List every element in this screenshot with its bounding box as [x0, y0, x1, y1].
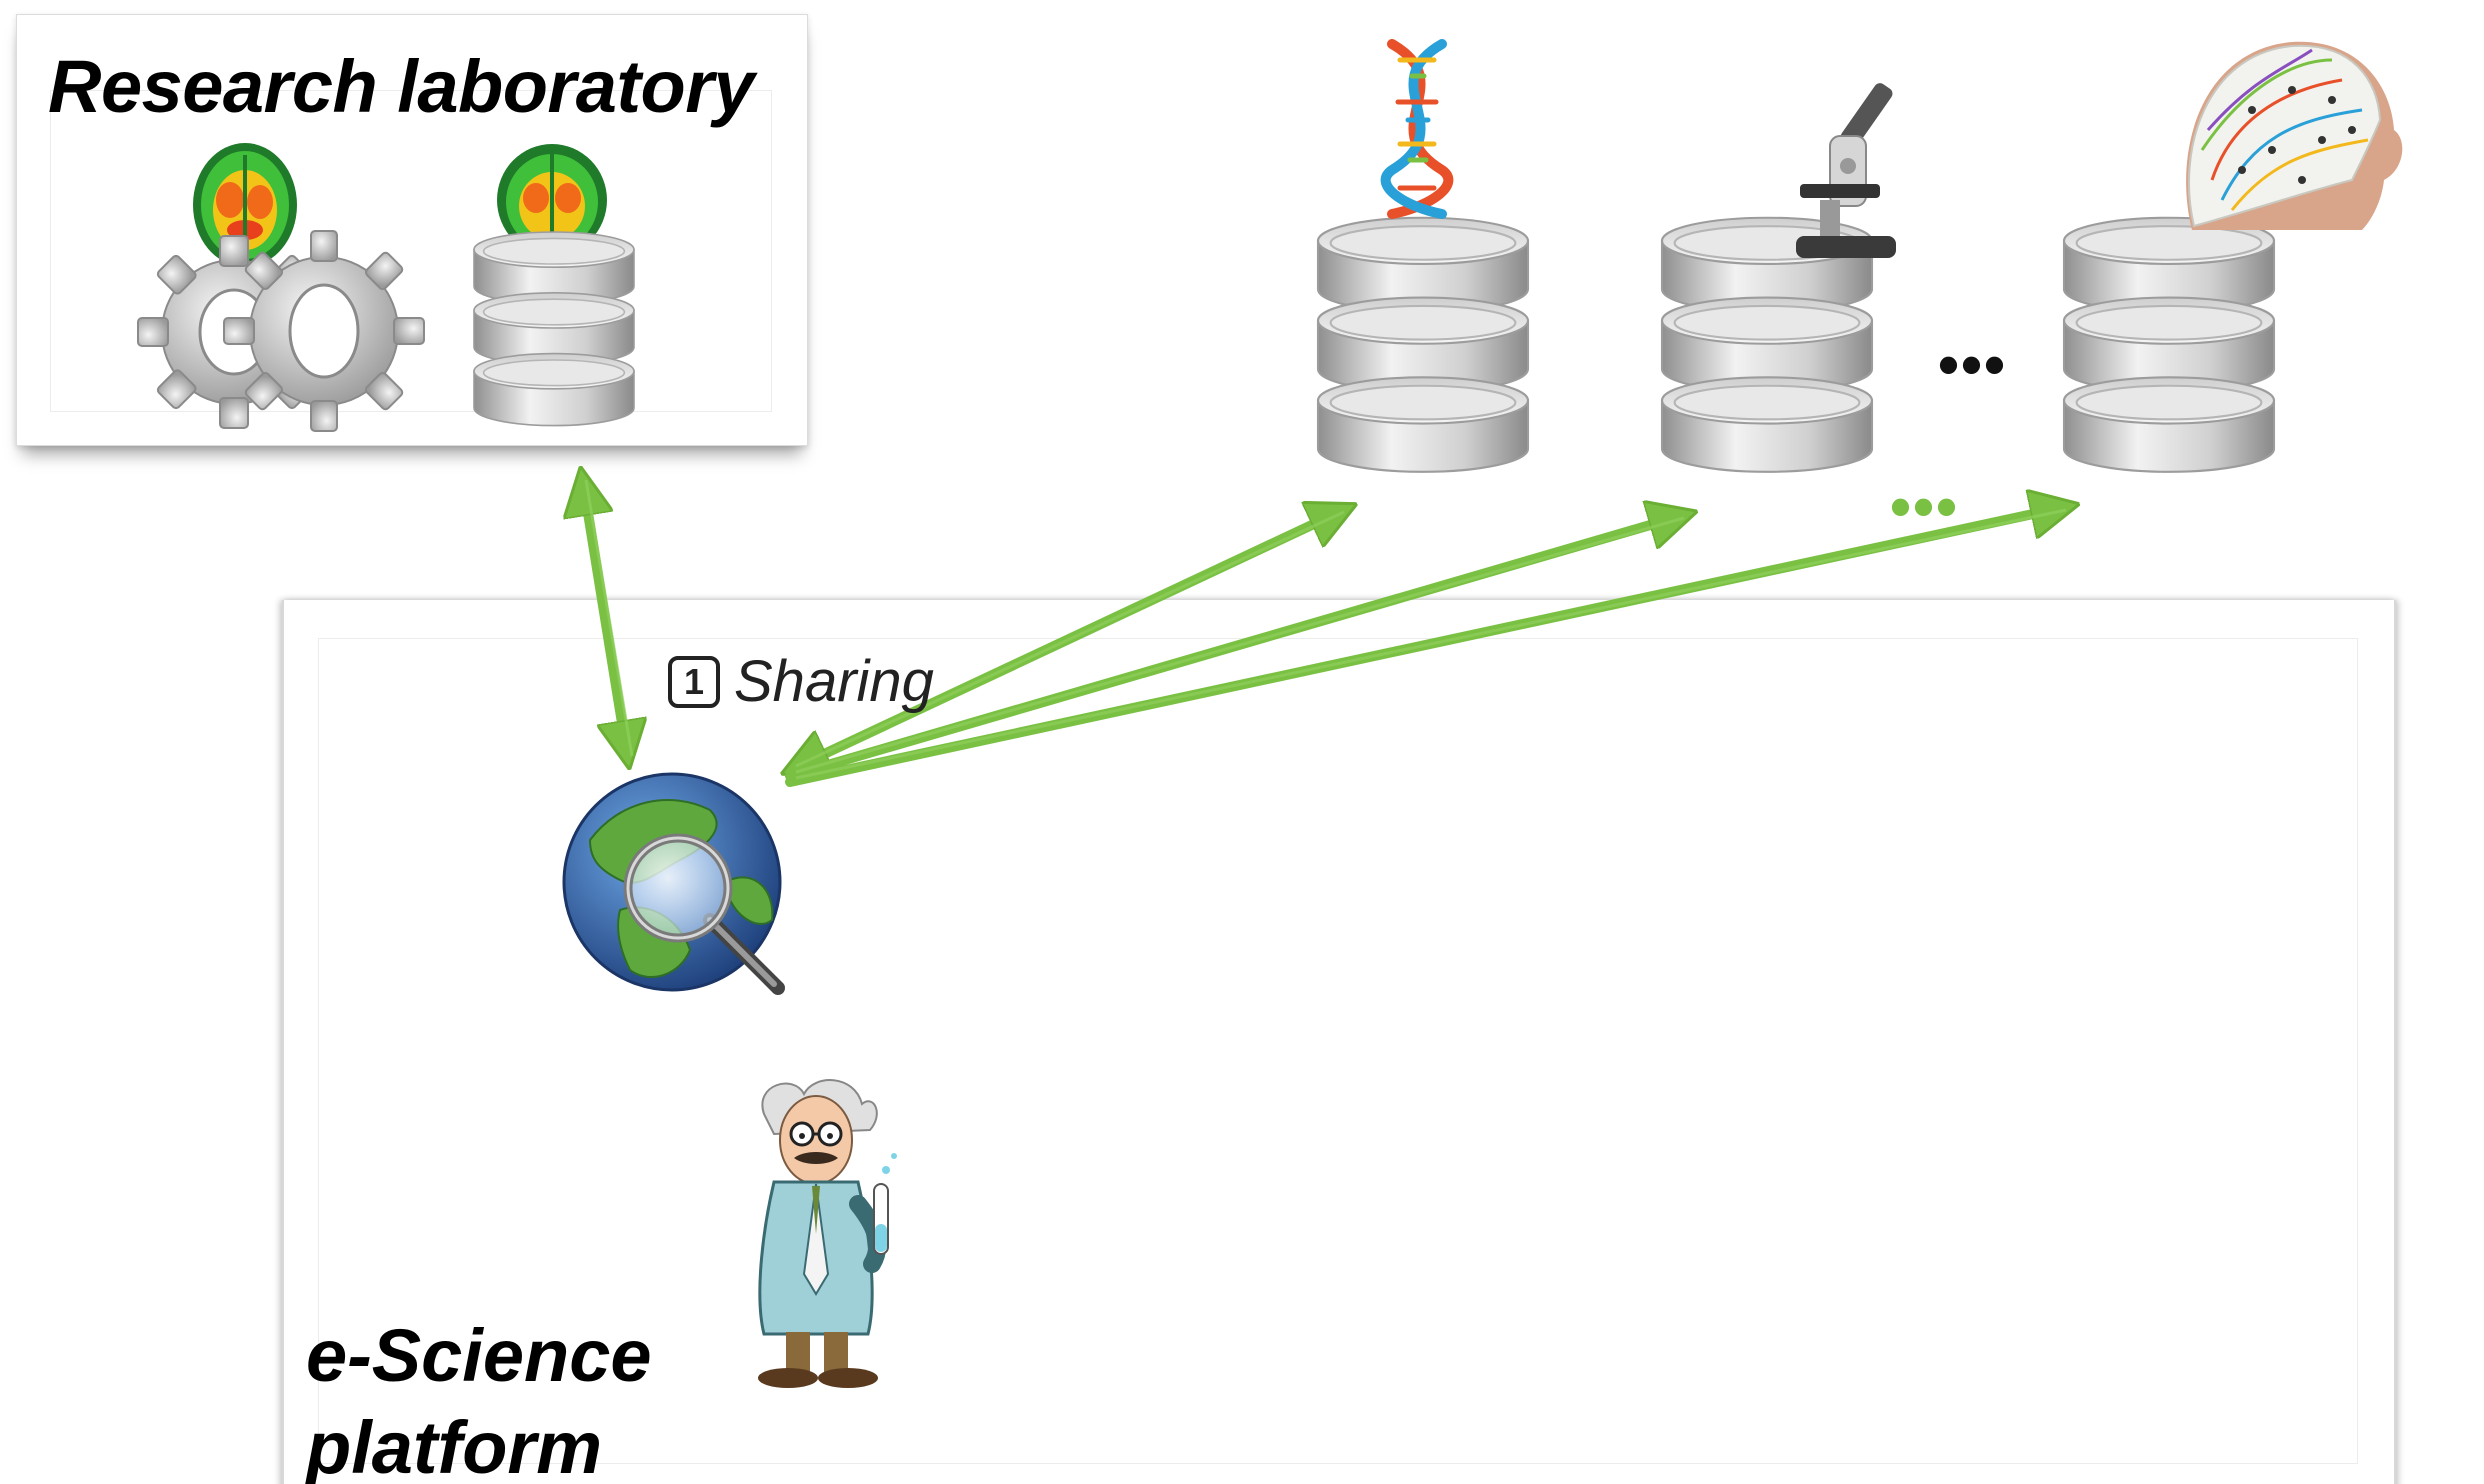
research-lab-inner-frame: [50, 90, 772, 412]
escience-platform-title: e-Science platform: [306, 1310, 652, 1484]
brain-scan-icon: [497, 144, 607, 256]
globe-search-icon[interactable]: [560, 770, 810, 1010]
arrow-lab-to-platform: [582, 476, 628, 760]
dna-icon: [1380, 39, 1454, 219]
microscope-icon: [1796, 83, 1896, 258]
sharing-text: Sharing: [734, 649, 934, 714]
escience-platform-title-line2: platform: [306, 1406, 602, 1484]
scientist-icon: [758, 1079, 897, 1388]
research-lab-box: [16, 14, 808, 446]
eeg-head-icon: [2186, 41, 2403, 230]
step-number-badge: 1: [668, 655, 720, 708]
research-lab-title: Research laboratory: [48, 45, 755, 128]
sharing-step-label: 1 Sharing: [668, 648, 934, 715]
more-databases-ellipsis: •••: [1938, 331, 2008, 398]
brain-scan-icon: [193, 143, 297, 267]
gear-icon: [223, 230, 425, 432]
escience-platform-title-line1: e-Science: [306, 1314, 652, 1397]
